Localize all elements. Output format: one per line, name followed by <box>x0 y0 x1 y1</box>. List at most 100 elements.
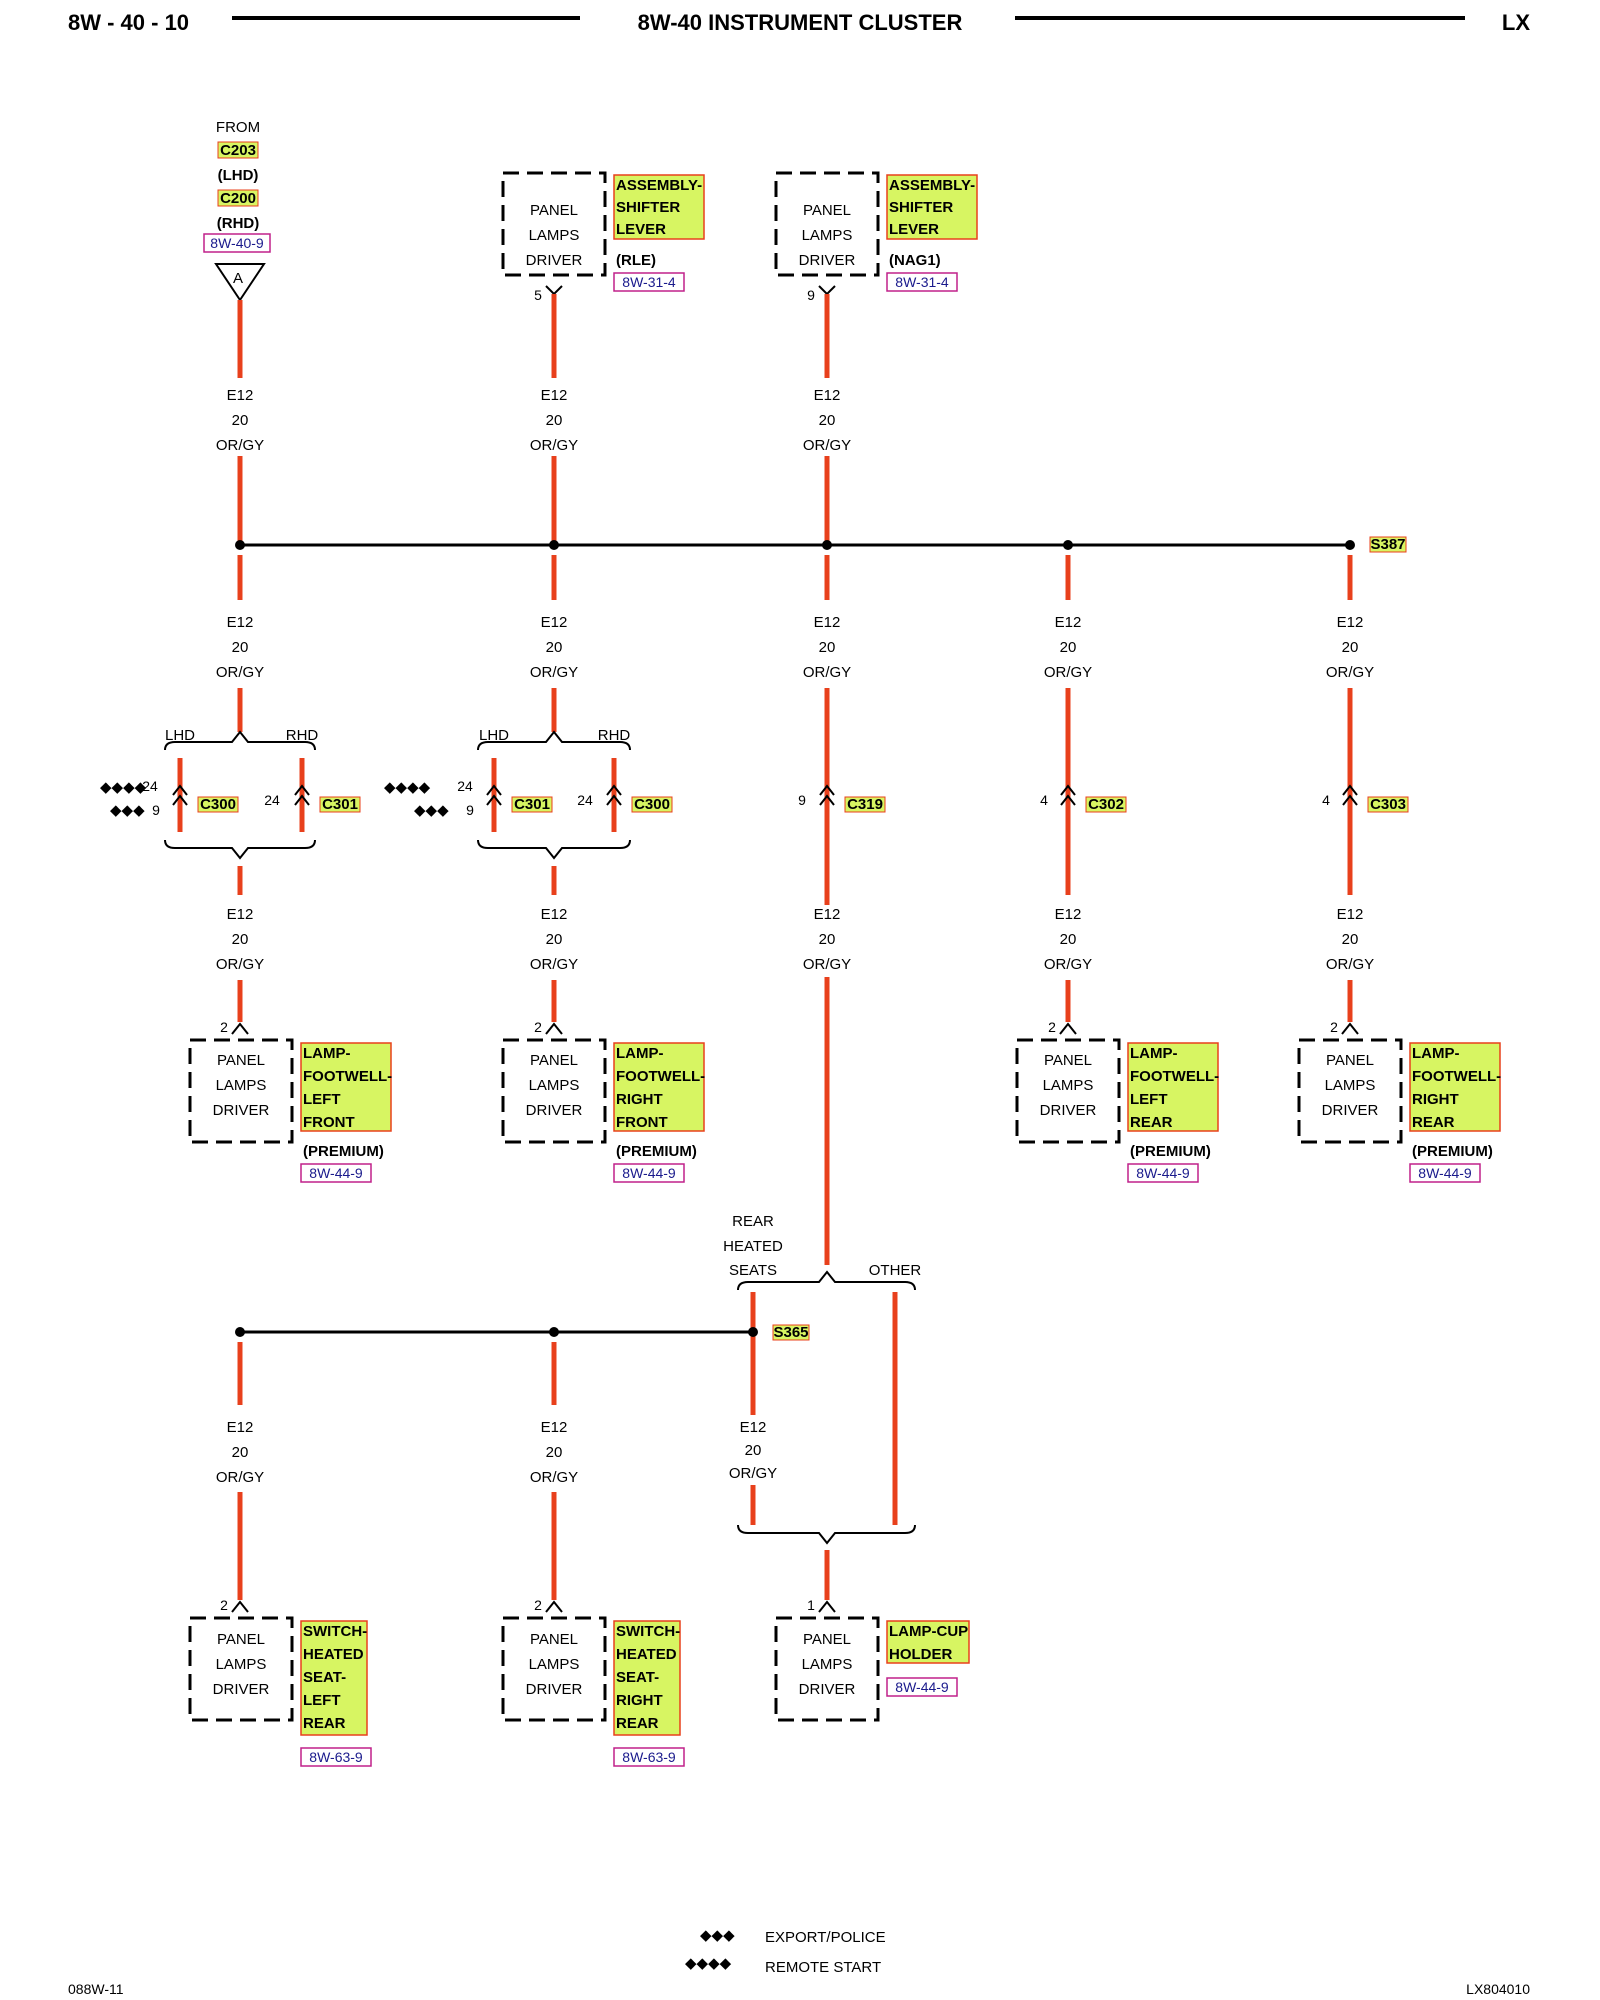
option-lhd: LHD <box>165 727 195 744</box>
switch-ref-box[interactable] <box>300 1747 372 1767</box>
lamp-ref-link[interactable]: 8W-44-9 <box>622 1165 676 1181</box>
connector-name: C300 <box>634 796 670 813</box>
switch-ref-link[interactable]: 8W-63-9 <box>622 1749 676 1765</box>
connector-name: C303 <box>1370 796 1406 813</box>
switch-heated-seat-left-rear: 2 PANEL LAMPS DRIVER SWITCH- HEATED SEAT… <box>188 1597 372 1767</box>
cup-holder-ref-box[interactable] <box>886 1677 958 1697</box>
driver-label-1: PANEL <box>530 1052 578 1069</box>
connector-icon <box>294 784 310 806</box>
component-name-1: ASSEMBLY- <box>889 177 975 194</box>
pin-receptacle-icon <box>231 1600 249 1613</box>
component-highlight <box>300 1042 392 1132</box>
source-ref-link[interactable]: 8W-40-9 <box>210 235 264 251</box>
component-ref-box[interactable] <box>613 272 685 292</box>
cup-holder-ref-link[interactable]: 8W-44-9 <box>895 1679 949 1695</box>
driver-label-3: DRIVER <box>213 1102 270 1119</box>
footer-left-code: 088W-11 <box>68 1981 124 1997</box>
lamp-name-3: LEFT <box>1130 1091 1168 1108</box>
connector-icon <box>1342 784 1358 806</box>
component-name-2: SHIFTER <box>616 199 680 216</box>
lamp-footwell-left-front: 2 PANEL LAMPS DRIVER LAMP- FOOTWELL- LEF… <box>188 1019 392 1183</box>
splice-dot <box>1063 540 1073 550</box>
switch-name-5: REAR <box>303 1715 346 1732</box>
option-brace-top <box>477 730 631 751</box>
component-ref-link[interactable]: 8W-31-4 <box>895 274 949 290</box>
driver-label-1: PANEL <box>1326 1052 1374 1069</box>
lamp-ref-link[interactable]: 8W-44-9 <box>1418 1165 1472 1181</box>
lamp-name-2: FOOTWELL- <box>1412 1068 1501 1085</box>
wire-color: OR/GY <box>1044 664 1092 681</box>
driver-label-3: DRIVER <box>1322 1102 1379 1119</box>
wire-labels-row-1: E12 20 OR/GY E12 20 OR/GY E12 20 OR/GY <box>216 387 851 454</box>
connector-icon <box>606 784 622 806</box>
connector-highlight <box>1367 796 1409 813</box>
wire-color: OR/GY <box>1326 956 1374 973</box>
connector-highlight <box>197 796 239 813</box>
wire-circuit: E12 <box>541 1419 568 1436</box>
wire-circuit: E12 <box>1055 906 1082 923</box>
lamp-pin: 2 <box>220 1019 228 1035</box>
wire-color: OR/GY <box>803 664 851 681</box>
switch-name-5: REAR <box>616 1715 659 1732</box>
wire-gauge: 20 <box>819 412 836 429</box>
source-c200: C200 <box>220 190 256 207</box>
option-brace-bottom <box>164 839 316 860</box>
switch-name-4: LEFT <box>303 1692 341 1709</box>
wire-circuit: E12 <box>541 614 568 631</box>
wire-labels-row-3: E12 20 OR/GY E12 20 OR/GY E12 20 OR/GY E… <box>216 905 1374 977</box>
connector-group-2: LHD RHD 24 9 C301 24 C300 ◆◆◆◆ ◆◆◆ <box>384 688 673 895</box>
wire-circuit: E12 <box>541 906 568 923</box>
source-ref-box[interactable] <box>203 233 271 253</box>
switch-ref-link[interactable]: 8W-63-9 <box>309 1749 363 1765</box>
switch-heated-seat-right-rear: 2 PANEL LAMPS DRIVER SWITCH- HEATED SEAT… <box>501 1597 685 1767</box>
lamp-ref-box[interactable] <box>1127 1163 1199 1183</box>
lamp-name-2: FOOTWELL- <box>616 1068 705 1085</box>
option-rear-label-2: HEATED <box>723 1238 783 1255</box>
lamp-ref-link[interactable]: 8W-44-9 <box>1136 1165 1190 1181</box>
lamp-name-4: FRONT <box>303 1114 355 1131</box>
lamp-ref-box[interactable] <box>300 1163 372 1183</box>
wire-color: OR/GY <box>803 956 851 973</box>
component-ref-link[interactable]: 8W-31-4 <box>622 274 676 290</box>
option-rhd: RHD <box>286 727 319 744</box>
component-highlight <box>613 174 705 240</box>
lamp-footwell-left-rear: 2 PANEL LAMPS DRIVER LAMP- FOOTWELL- LEF… <box>1015 1019 1219 1183</box>
connector-pin: 24 <box>457 778 473 794</box>
component-highlight <box>300 1620 368 1736</box>
driver-label-1: PANEL <box>1044 1052 1092 1069</box>
driver-label-1: PANEL <box>530 1631 578 1648</box>
lamp-feed-wires <box>231 980 1359 1035</box>
lamp-name-3: RIGHT <box>616 1091 663 1108</box>
wire-gauge: 20 <box>546 412 563 429</box>
component-ref-box[interactable] <box>886 272 958 292</box>
component-highlight <box>1409 1042 1501 1132</box>
option-rear-label-1: REAR <box>732 1213 774 1230</box>
lamp-ref-box[interactable] <box>1409 1163 1481 1183</box>
driver-label-3: DRIVER <box>1040 1102 1097 1119</box>
panel-lamps-driver-box <box>1297 1038 1403 1144</box>
lamp-ref-box[interactable] <box>613 1163 685 1183</box>
wire-color: OR/GY <box>216 437 264 454</box>
legend: ◆◆◆ EXPORT/POLICE ◆◆◆◆ REMOTE START <box>685 1927 886 1976</box>
pin-receptacle-icon <box>1059 1022 1077 1035</box>
panel-lamps-driver-box <box>501 1038 607 1144</box>
lamp-ref-link[interactable]: 8W-44-9 <box>309 1165 363 1181</box>
component-highlight <box>886 1620 970 1664</box>
pin-receptacle-icon <box>545 1600 563 1613</box>
page-header: 8W - 40 - 10 8W-40 INSTRUMENT CLUSTER LX <box>68 10 1530 35</box>
wire-circuit: E12 <box>227 906 254 923</box>
wire-circuit: E12 <box>814 614 841 631</box>
splice-s387: S387 <box>235 536 1407 553</box>
lamp-variant: (PREMIUM) <box>303 1143 384 1160</box>
lamp-name-3: LEFT <box>303 1091 341 1108</box>
switch-ref-box[interactable] <box>613 1747 685 1767</box>
cup-holder-name-1: LAMP-CUP <box>889 1623 968 1640</box>
panel-lamps-driver-box <box>501 171 607 277</box>
driver-label-2: LAMPS <box>216 1077 267 1094</box>
bus-drop-wires <box>237 555 1353 600</box>
component-variant: (NAG1) <box>889 252 941 269</box>
splice-dot <box>235 1327 245 1337</box>
connector-highlight <box>319 796 361 813</box>
driver-label-2: LAMPS <box>529 1077 580 1094</box>
wire-circuit: E12 <box>814 906 841 923</box>
